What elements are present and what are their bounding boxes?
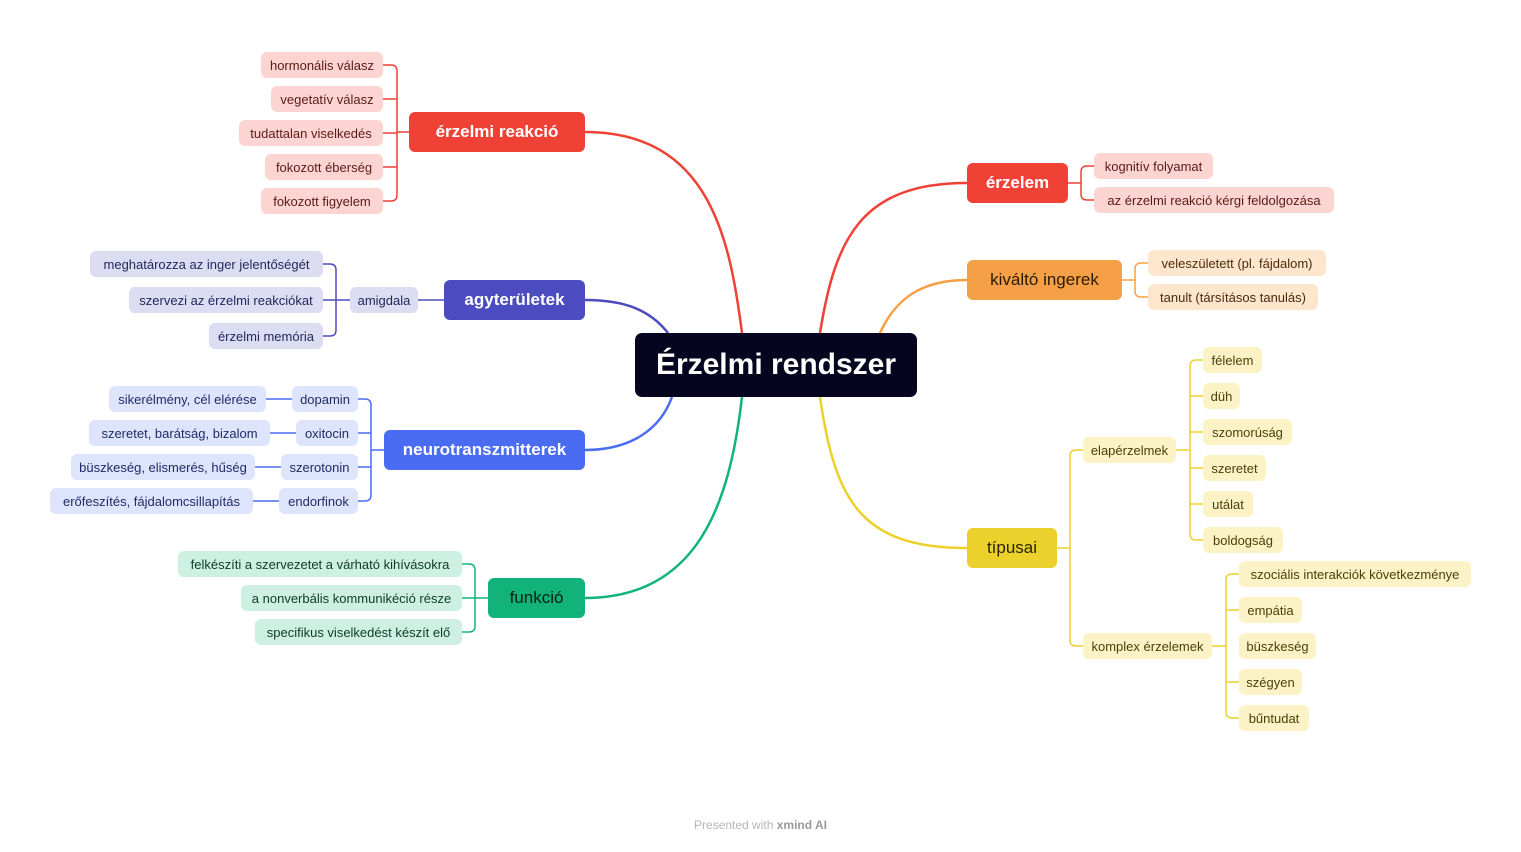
bracket-funkcio <box>462 563 488 633</box>
detail-oxitocin[interactable]: szeretet, barátság, bizalom <box>89 420 270 446</box>
subtopic-kergi-feldolgozas[interactable]: az érzelmi reakció kérgi feldolgozása <box>1094 187 1334 213</box>
subtopic-felelem[interactable]: félelem <box>1203 347 1262 373</box>
bracket-erzelmi-reakcio <box>383 64 409 202</box>
subtopic-vegetativ-valasz[interactable]: vegetatív válasz <box>271 86 383 112</box>
topic-neurotranszmitterek[interactable]: neurotranszmitterek <box>384 430 585 470</box>
subtopic-boldogsag[interactable]: boldogság <box>1203 527 1283 553</box>
link-root-erzelmi-reakcio <box>584 130 744 334</box>
subtopic-amigdala[interactable]: amigdala <box>350 287 418 313</box>
link-root-neurotranszmitterek <box>584 396 674 452</box>
subtopic-buntudat[interactable]: bűntudat <box>1239 705 1309 731</box>
link-root-kivalto-ingerek <box>878 278 968 334</box>
link-root-erzelem <box>818 181 968 334</box>
detail-szerotonin[interactable]: büszkeség, elismerés, hűség <box>71 454 255 480</box>
subtopic-buszkeseg[interactable]: büszkeség <box>1239 633 1316 659</box>
subtopic-fokozott-eberseg[interactable]: fokozott éberség <box>265 154 383 180</box>
subtopic-fokozott-figyelem[interactable]: fokozott figyelem <box>261 188 383 214</box>
topic-erzelmi-reakcio[interactable]: érzelmi reakció <box>409 112 585 152</box>
link-root-agyteruletek <box>584 298 669 334</box>
bracket-agyteruletek <box>323 263 444 337</box>
subtopic-hormonalis-valasz[interactable]: hormonális válasz <box>261 52 383 78</box>
subtopic-oxitocin[interactable]: oxitocin <box>296 420 358 446</box>
subtopic-veleszuletett[interactable]: veleszületett (pl. fájdalom) <box>1148 250 1326 276</box>
subtopic-erzelmi-memoria[interactable]: érzelmi memória <box>209 323 323 349</box>
subtopic-dopamin[interactable]: dopamin <box>292 386 358 412</box>
subtopic-komplex-erzelemek[interactable]: komplex érzelemek <box>1083 633 1212 659</box>
topic-kivalto-ingerek[interactable]: kiváltó ingerek <box>967 260 1122 300</box>
topic-tipusai[interactable]: típusai <box>967 528 1057 568</box>
detail-dopamin[interactable]: sikerélmény, cél elérése <box>109 386 266 412</box>
topic-funkcio[interactable]: funkció <box>488 578 585 618</box>
link-root-funkcio <box>584 396 744 600</box>
subtopic-erzelmi-reakciok[interactable]: szervezi az érzelmi reakciókat <box>129 287 323 313</box>
subtopic-endorfinok[interactable]: endorfinok <box>279 488 358 514</box>
subtopic-duh[interactable]: düh <box>1203 383 1240 409</box>
subtopic-szomorusag[interactable]: szomorúság <box>1203 419 1292 445</box>
detail-endorfinok[interactable]: erőfeszítés, fájdalomcsillapítás <box>50 488 253 514</box>
root-topic[interactable]: Érzelmi rendszer <box>635 333 917 397</box>
subtopic-empatia[interactable]: empátia <box>1239 597 1302 623</box>
subtopic-szocialis-interakciok[interactable]: szociális interakciók következménye <box>1239 561 1471 587</box>
bracket-neurotranszmitterek <box>253 398 384 502</box>
footer-prefix: Presented with <box>694 818 774 832</box>
subtopic-tanult[interactable]: tanult (társításos tanulás) <box>1148 284 1318 310</box>
subtopic-utalat[interactable]: utálat <box>1203 491 1253 517</box>
bracket-kivalto-ingerek <box>1122 262 1148 298</box>
subtopic-elaperzelmek[interactable]: elapérzelmek <box>1083 437 1176 463</box>
topic-erzelem[interactable]: érzelem <box>967 163 1068 203</box>
subtopic-kognitiv-folyamat[interactable]: kognitív folyamat <box>1094 153 1213 179</box>
subtopic-tudattalan-viselkedes[interactable]: tudattalan viselkedés <box>239 120 383 146</box>
subtopic-inger-jelentoseg[interactable]: meghatározza az inger jelentőségét <box>90 251 323 277</box>
subtopic-szegyen[interactable]: szégyen <box>1239 669 1302 695</box>
subtopic-specifikus-viselkedes[interactable]: specifikus viselkedést készít elő <box>255 619 462 645</box>
footer-brand: xmind AI <box>776 818 827 832</box>
bracket-erzelem <box>1068 165 1094 201</box>
topic-agyteruletek[interactable]: agyterületek <box>444 280 585 320</box>
bracket-tipusai <box>1057 359 1239 719</box>
subtopic-felkesziti[interactable]: felkészíti a szervezetet a várható kihív… <box>178 551 462 577</box>
subtopic-szeretet[interactable]: szeretet <box>1203 455 1266 481</box>
link-root-tipusai <box>818 396 968 550</box>
presented-with-footer: Presented with xmind AI <box>0 818 1521 832</box>
subtopic-szerotonin[interactable]: szerotonin <box>281 454 358 480</box>
subtopic-nonverbalis[interactable]: a nonverbális kommunikéció része <box>241 585 462 611</box>
